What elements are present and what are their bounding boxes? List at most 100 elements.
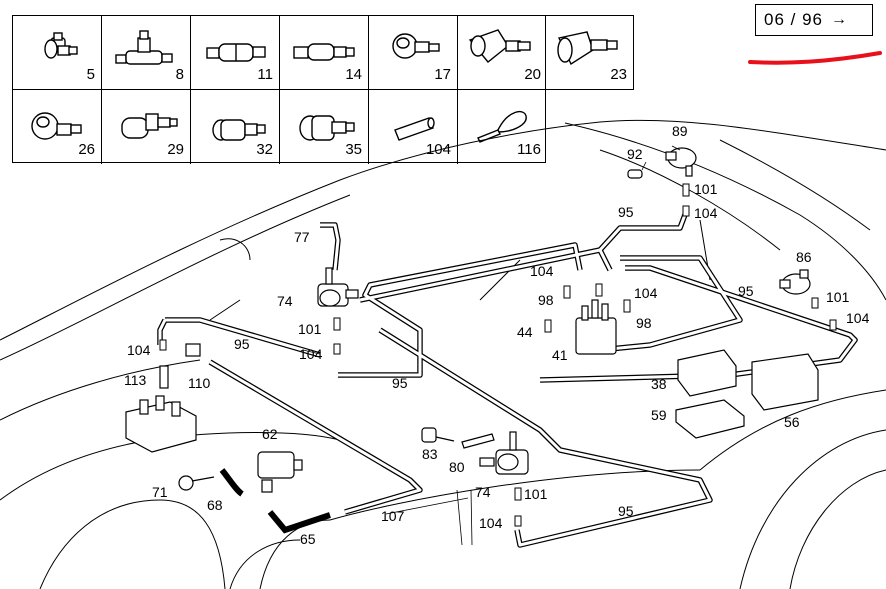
valve-62-icon xyxy=(257,451,303,493)
tee-connector-icon xyxy=(115,30,173,65)
bolt-83-icon xyxy=(421,427,455,443)
callout-56: 56 xyxy=(784,414,800,430)
relay-socket-icon xyxy=(125,395,197,453)
legend-cell-35: 35 xyxy=(280,90,369,164)
straight-connector-icon xyxy=(206,43,266,62)
callout-65: 65 xyxy=(300,531,316,547)
elbow-connector-icon xyxy=(44,32,78,59)
callout-41: 41 xyxy=(552,347,568,363)
hose-piece-icon xyxy=(394,117,435,141)
callout-92: 92 xyxy=(627,146,643,162)
vacuum-hoses-inner xyxy=(158,211,857,547)
legend-cell-11: 11 xyxy=(191,16,280,90)
legend-num-14: 14 xyxy=(345,66,362,83)
valve-86-icon xyxy=(779,269,811,295)
elbow-sleeve-icon xyxy=(468,29,531,63)
callout-104: 104 xyxy=(530,263,554,279)
callout-44: 44 xyxy=(517,324,533,340)
leader-lines xyxy=(302,145,681,546)
plug-connector-icon xyxy=(212,119,266,141)
legend-cell-26: 26 xyxy=(13,90,102,164)
straight-sleeve-icon xyxy=(557,31,618,66)
callout-80: 80 xyxy=(449,459,465,475)
callout-62: 62 xyxy=(262,426,278,442)
page-reference-text: 06 / 96 xyxy=(764,10,823,29)
callout-98: 98 xyxy=(538,292,554,308)
callout-95: 95 xyxy=(738,283,754,299)
legend-num-20: 20 xyxy=(524,66,541,83)
callout-71: 71 xyxy=(152,484,168,500)
screw-71-icon xyxy=(178,475,215,491)
hose-65-icon xyxy=(267,510,331,534)
callout-74: 74 xyxy=(277,293,293,309)
legend-num-23: 23 xyxy=(610,66,627,83)
callout-95: 95 xyxy=(392,375,408,391)
cable-tie-icon xyxy=(477,110,527,143)
callout-74: 74 xyxy=(475,484,491,500)
legend-num-32: 32 xyxy=(256,141,273,158)
next-page-arrow-icon[interactable]: → xyxy=(831,11,848,28)
callout-98: 98 xyxy=(636,315,652,331)
callout-104: 104 xyxy=(127,342,151,358)
callout-68: 68 xyxy=(207,497,223,513)
reservoir-56-icon xyxy=(751,353,819,411)
legend-num-26: 26 xyxy=(78,141,95,158)
legend-num-5: 5 xyxy=(86,66,95,83)
callout-101: 101 xyxy=(694,181,718,197)
module-38-icon xyxy=(677,349,737,397)
actuator-74-left-icon xyxy=(317,267,359,307)
plug-92-icon xyxy=(627,169,643,179)
legend-num-17: 17 xyxy=(434,66,451,83)
angle-plug-icon xyxy=(299,115,355,141)
callout-104: 104 xyxy=(479,515,503,531)
tray-59-icon xyxy=(675,399,745,439)
legend-cell-14: 14 xyxy=(280,16,369,90)
callout-104: 104 xyxy=(634,285,658,301)
distributor-41-icon xyxy=(575,299,617,355)
callout-38: 38 xyxy=(651,376,667,392)
callout-86: 86 xyxy=(796,249,812,265)
callout-83: 83 xyxy=(422,446,438,462)
vehicle-body-outline xyxy=(0,119,886,589)
callout-104: 104 xyxy=(694,205,718,221)
legend-num-104: 104 xyxy=(425,141,451,158)
cap-connector-icon xyxy=(392,33,440,59)
connector-legend-table: 5 8 11 xyxy=(12,15,547,164)
legend-num-8: 8 xyxy=(175,66,184,83)
callout-95: 95 xyxy=(618,503,634,519)
page-reference: 06 / 96 → xyxy=(755,4,873,36)
callout-89: 89 xyxy=(672,123,688,139)
reducer-connector-icon xyxy=(293,43,355,61)
legend-num-29: 29 xyxy=(167,141,184,158)
callout-95: 95 xyxy=(618,204,634,220)
elbow-cap-icon xyxy=(31,112,82,140)
legend-cell-23: 23 xyxy=(545,15,634,90)
callout-107: 107 xyxy=(381,508,405,524)
callout-110: 110 xyxy=(188,375,211,391)
vacuum-hoses-outer xyxy=(157,211,858,548)
callout-59: 59 xyxy=(651,407,667,423)
legend-cell-29: 29 xyxy=(102,90,191,164)
components xyxy=(125,147,819,534)
legend-cell-32: 32 xyxy=(191,90,280,164)
legend-cell-5: 5 xyxy=(13,16,102,90)
callout-77: 77 xyxy=(294,229,310,245)
callout-101: 101 xyxy=(298,321,322,337)
legend-cell-20: 20 xyxy=(458,16,547,90)
hose-68-icon xyxy=(219,468,244,497)
legend-cell-116: 116 xyxy=(458,90,547,164)
legend-num-35: 35 xyxy=(345,141,362,158)
legend-cell-17: 17 xyxy=(369,16,458,90)
legend-cell-8: 8 xyxy=(102,16,191,90)
legend-num-116: 116 xyxy=(517,141,541,158)
fitting-113-icon xyxy=(159,365,169,389)
callout-95: 95 xyxy=(234,336,250,352)
red-underline-stroke xyxy=(748,51,882,65)
elbow-adapter-icon xyxy=(121,113,178,139)
fitting-110-icon xyxy=(185,343,201,357)
callout-104: 104 xyxy=(299,346,323,362)
actuator-74-lower-icon xyxy=(479,431,529,475)
legend-num-11: 11 xyxy=(257,66,273,83)
legend-cell-104: 104 xyxy=(369,90,458,164)
